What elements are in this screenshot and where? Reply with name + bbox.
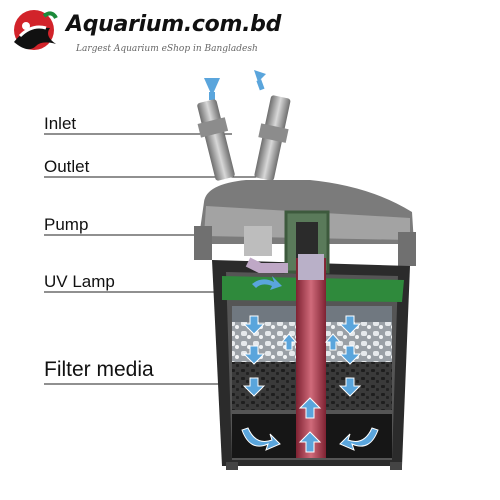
top-flow-arrows [204,70,266,100]
inlet-outlet-pipes [197,95,291,181]
fish-logo-icon [14,10,58,50]
uv-lamp-tube [296,254,326,458]
head-flow-arrows [252,276,282,290]
internal-flow-arrows [241,315,379,453]
label-inlet: Inlet [44,114,77,133]
label-filter-media: Filter media [44,358,154,381]
label-uv-lamp: UV Lamp [44,272,115,291]
brand-tagline: Largest Aquarium eShop in Bangladesh [76,44,258,54]
site-logo[interactable]: Aquarium.com.bd Largest Aquarium eShop i… [6,4,306,62]
label-outlet: Outlet [44,157,90,176]
brand-name: Aquarium.com.bd [66,12,282,37]
label-pump: Pump [44,215,89,234]
